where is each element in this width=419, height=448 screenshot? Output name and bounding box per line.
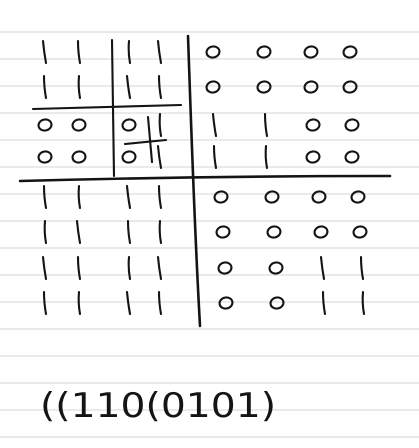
matrix-one-glyph (211, 112, 218, 138)
matrix-one-glyph (157, 184, 163, 210)
matrix-one-glyph (127, 39, 132, 65)
main-vertical-divider (186, 34, 202, 328)
matrix-zero-glyph (37, 150, 53, 164)
matrix-zero-glyph (344, 118, 360, 132)
matrix-zero-glyph (71, 150, 87, 164)
matrix-zero-glyph (71, 118, 87, 132)
matrix-zero-glyph (305, 118, 321, 132)
matrix-zero-glyph (256, 45, 272, 59)
matrix-one-glyph (43, 219, 48, 245)
quadrant-vertical-divider (110, 38, 116, 178)
matrix-one-glyph (76, 39, 82, 65)
matrix-zero-glyph (311, 190, 327, 204)
matrix-one-glyph (41, 255, 48, 281)
partition-lines (18, 34, 392, 328)
matrix-zero-glyph (213, 190, 229, 204)
matrix-one-glyph (126, 219, 132, 245)
matrix-one-glyph (42, 184, 48, 210)
matrix-zero-glyph (303, 80, 319, 94)
bottom-expression: ((110(0101) (40, 386, 276, 426)
cell-cross-mark (123, 115, 168, 164)
matrix-zero-glyph (269, 296, 285, 310)
matrix-one-glyph (127, 255, 132, 281)
matrix-one-glyph (75, 219, 82, 245)
matrix-one-glyph (42, 290, 48, 316)
matrix-zero-glyph (266, 225, 282, 239)
matrix-zero-glyph (121, 150, 137, 164)
matrix-zero-glyph (121, 118, 137, 132)
matrix-one-glyph (156, 255, 163, 281)
matrix-one-glyph (212, 144, 218, 170)
matrix-one-glyph (77, 74, 82, 100)
matrix-zero-glyph (205, 80, 221, 94)
quadrant-horizontal-divider (31, 103, 183, 111)
bottom-expression-text: ((110(0101) (40, 386, 276, 426)
matrix-one-glyph (77, 290, 82, 316)
matrix-zero-glyph (350, 190, 366, 204)
matrix-one-glyph (263, 112, 269, 138)
matrix-one-glyph (125, 184, 132, 210)
matrix-zero-glyph (218, 296, 234, 310)
matrix-zero-glyph (268, 261, 284, 275)
matrix-one-glyph (125, 290, 132, 316)
matrix-one-glyph (158, 219, 163, 245)
matrix-zero-glyph (344, 150, 360, 164)
matrix-zero-glyph (264, 190, 280, 204)
matrix-zero-glyph (313, 225, 329, 239)
matrix-one-glyph (76, 255, 82, 281)
matrix-one-glyph (361, 290, 366, 316)
matrix-zero-glyph (303, 45, 319, 59)
ruled-lines (0, 31, 419, 438)
matrix-zero-glyph (352, 225, 368, 239)
matrix-one-glyph (125, 74, 132, 100)
matrix-one-glyph (157, 74, 163, 100)
main-horizontal-divider (18, 174, 392, 183)
matrix-one-glyph (42, 74, 48, 100)
matrix-zero-glyph (305, 150, 321, 164)
matrix-one-glyph (359, 255, 365, 281)
matrix-one-glyph (77, 184, 82, 210)
matrix-zero-glyph (256, 80, 272, 94)
matrix-one-glyph (156, 144, 163, 170)
matrix-one-glyph (156, 39, 163, 65)
matrix-zero-glyph (205, 45, 221, 59)
matrix-zero-glyph (342, 80, 358, 94)
matrix-zero-glyph (215, 225, 231, 239)
matrix-one-glyph (321, 290, 327, 316)
matrix-one-glyph (264, 144, 269, 170)
matrix-zero-glyph (37, 118, 53, 132)
matrix-one-glyph (319, 255, 326, 281)
matrix-zero-glyph (217, 261, 233, 275)
matrix-digits (37, 39, 368, 316)
matrix-one-glyph (157, 290, 163, 316)
matrix-zero-glyph (342, 45, 358, 59)
matrix-one-glyph (158, 112, 163, 138)
matrix-one-glyph (41, 39, 48, 65)
